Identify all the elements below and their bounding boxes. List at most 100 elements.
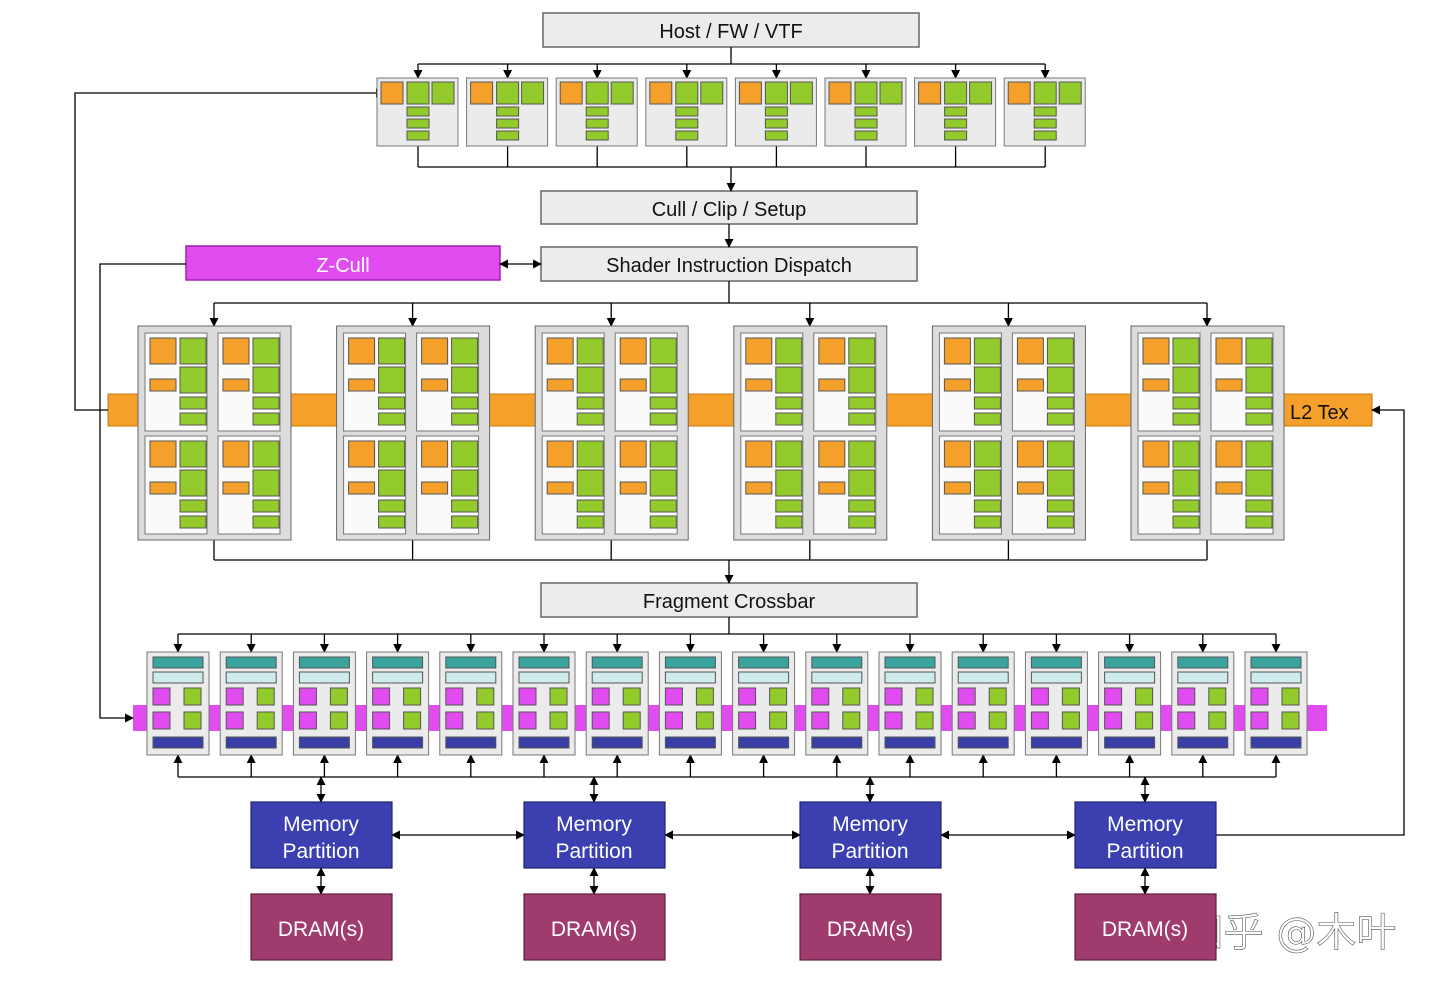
rop-magenta-cell [445, 711, 464, 730]
vertex-green-bar [944, 106, 968, 117]
rop-light-teal-bar [957, 671, 1009, 684]
vertex-green-bar [496, 118, 520, 129]
rop-navy-bar [664, 736, 716, 749]
shader-orange-bar [546, 481, 574, 495]
rop-magenta-cell [1250, 687, 1269, 706]
shader-green-bar [179, 396, 207, 410]
vertex-orange-cell [649, 81, 673, 105]
shader-green-cell [848, 337, 876, 365]
rop-teal-bar [152, 656, 204, 669]
memory-partition-label-line1: Memory [1107, 813, 1183, 836]
cull-clip-setup-label: Cull / Clip / Setup [652, 199, 807, 221]
rop-magenta-cell [738, 711, 757, 730]
dram-label: DRAM(s) [1102, 918, 1188, 941]
shader-green-cell [252, 337, 280, 365]
fragment-crossbar-label: Fragment Crossbar [643, 591, 816, 613]
shader-orange-cell [943, 337, 971, 365]
dram-block [1074, 893, 1217, 961]
shader-green-bar [252, 499, 280, 513]
shader-green-bar [576, 515, 604, 529]
rop-teal-bar [957, 656, 1009, 669]
rop-navy-bar [591, 736, 643, 749]
shader-green-cell [1046, 469, 1074, 497]
memory-partition-block [250, 801, 393, 869]
rop-navy-bar [445, 736, 497, 749]
rop-light-teal-bar [1104, 671, 1156, 684]
vertex-unit [645, 77, 728, 147]
rop-green-cell [842, 687, 861, 706]
shader-green-cell [649, 440, 677, 468]
shader-green-cell [775, 469, 803, 497]
shader-green-bar [1172, 515, 1200, 529]
memory-partition-label-line2: Partition [1106, 840, 1183, 863]
vertex-unit [824, 77, 907, 147]
rop-navy-bar [1250, 736, 1302, 749]
rop-green-cell [1135, 687, 1154, 706]
shader-orange-bar [1142, 378, 1170, 392]
rop-green-cell [329, 687, 348, 706]
rop-green-cell [403, 687, 422, 706]
shader-green-cell [775, 337, 803, 365]
shader-orange-cell [1142, 440, 1170, 468]
rop-light-teal-bar [445, 671, 497, 684]
rop-light-teal-bar [884, 671, 936, 684]
shader-green-cell [1172, 366, 1200, 394]
shader-green-bar [451, 515, 479, 529]
rop-magenta-cell [518, 711, 537, 730]
vertex-green-bar [854, 130, 878, 141]
shader-green-bar [451, 499, 479, 513]
shader-orange-cell [348, 440, 376, 468]
l2-tex-label: L2 Tex [1290, 402, 1349, 424]
rop-teal-bar [1030, 656, 1082, 669]
rop-green-cell [1135, 711, 1154, 730]
vertex-orange-cell [559, 81, 583, 105]
vertex-green-bar [585, 130, 609, 141]
shader-green-bar [179, 515, 207, 529]
shader-orange-bar [745, 378, 773, 392]
shader-green-cell [1245, 366, 1273, 394]
dram-block [250, 893, 393, 961]
rop-green-cell [476, 711, 495, 730]
dram-block [523, 893, 666, 961]
rop-green-cell [769, 687, 788, 706]
vertex-green-cell [854, 81, 878, 105]
shader-green-cell [973, 337, 1001, 365]
rop-unit [292, 651, 356, 756]
memory-partition-label-line1: Memory [832, 813, 908, 836]
shader-orange-cell [546, 337, 574, 365]
shader-green-cell [848, 440, 876, 468]
shader-orange-cell [745, 337, 773, 365]
rop-light-teal-bar [152, 671, 204, 684]
shader-green-cell [1046, 337, 1074, 365]
rop-row [146, 651, 1308, 756]
z-cull-block [185, 245, 501, 281]
shader-green-bar [775, 499, 803, 513]
vertex-green-cell [879, 81, 903, 105]
rop-green-cell [183, 711, 202, 730]
shader-green-cell [576, 337, 604, 365]
dram-label: DRAM(s) [827, 918, 913, 941]
rop-light-teal-bar [225, 671, 277, 684]
shader-orange-bar [818, 481, 846, 495]
vertex-green-bar [675, 106, 699, 117]
shader-green-bar [451, 412, 479, 426]
shader-green-bar [179, 412, 207, 426]
shader-green-bar [378, 499, 406, 513]
vertex-green-cell [406, 81, 430, 105]
shader-orange-bar [222, 481, 250, 495]
shader-cluster [733, 325, 888, 541]
l2-to-vertex-path [74, 88, 385, 411]
rop-magenta-cell [152, 687, 171, 706]
rop-green-cell [329, 711, 348, 730]
rop-green-cell [549, 687, 568, 706]
watermark: 知乎 @木叶 [1184, 910, 1397, 956]
shader-cluster-row [137, 325, 1285, 541]
vertex-green-bar [1033, 130, 1057, 141]
shader-orange-cell [1016, 440, 1044, 468]
shader-orange-bar [619, 481, 647, 495]
rop-magenta-cell [591, 687, 610, 706]
rop-navy-bar [518, 736, 570, 749]
memory-partition-label-line1: Memory [556, 813, 632, 836]
